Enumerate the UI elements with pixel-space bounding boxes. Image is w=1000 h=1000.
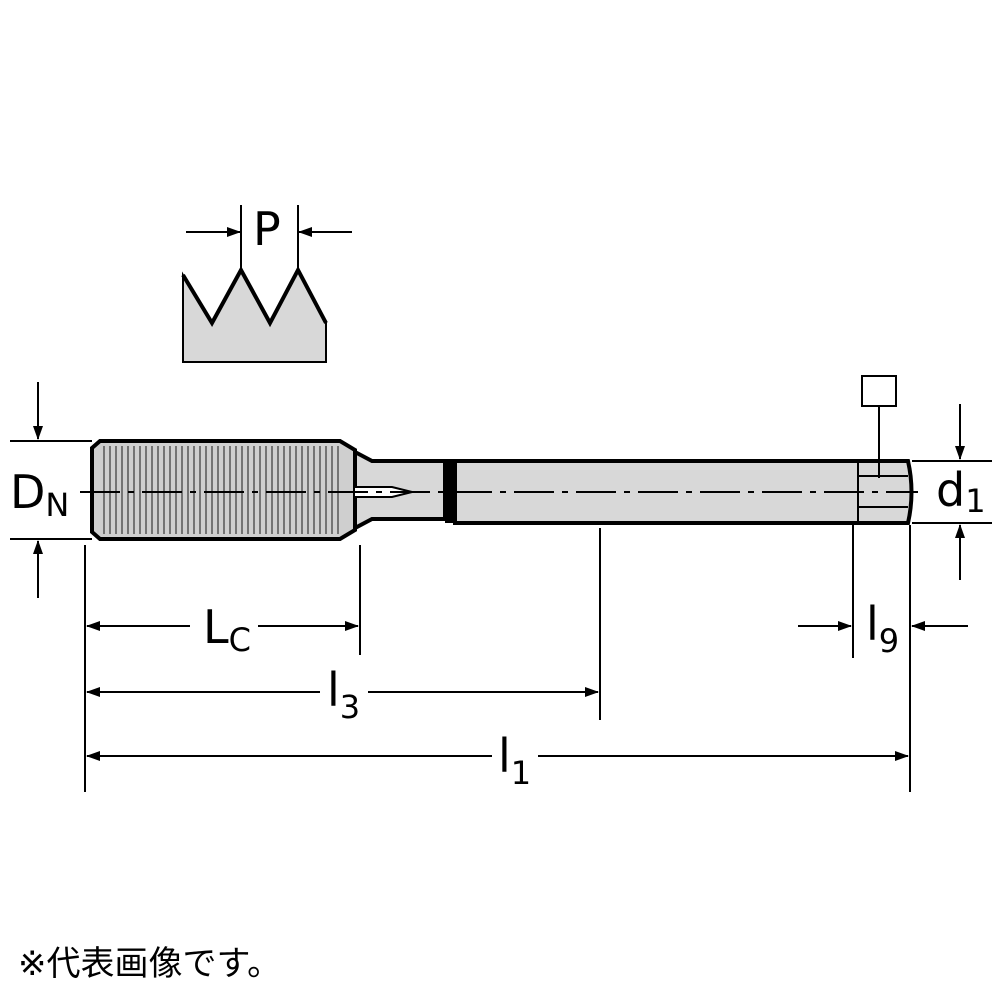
l3-label-sub: 3 — [340, 688, 360, 726]
l1-label-main: l — [498, 729, 511, 783]
d1-label-sub: 1 — [965, 482, 985, 520]
dn-label-main: D — [10, 465, 45, 519]
l3-dimension: l3 — [86, 663, 599, 726]
dn-label-sub: N — [45, 486, 69, 524]
pitch-label: P — [253, 202, 281, 256]
l9-label-sub: 9 — [879, 622, 899, 660]
l3-label-main: l — [327, 663, 340, 717]
d1-label-main: d — [936, 463, 965, 517]
svg-text:d1: d1 — [936, 463, 986, 520]
total-length-dimension: l1 — [86, 729, 909, 792]
lc-label-sub: C — [229, 621, 251, 659]
svg-text:LC: LC — [203, 600, 251, 659]
square-symbol — [861, 375, 897, 478]
svg-text:l3: l3 — [327, 663, 360, 726]
lc-label-main: L — [203, 600, 229, 654]
svg-text:DN: DN — [10, 465, 69, 524]
svg-text:l9: l9 — [866, 597, 899, 660]
svg-text:l1: l1 — [498, 729, 531, 792]
chamfer-length-dimension: LC — [86, 600, 359, 659]
l1-label-sub: 1 — [511, 754, 531, 792]
thread-profile-detail: P — [181, 202, 352, 363]
shank-diameter-dimension: d1 — [912, 404, 992, 580]
extension-lines — [84, 525, 911, 792]
l9-label-main: l — [866, 597, 879, 651]
square-length-dimension: l9 — [798, 597, 968, 660]
representative-image-caption: ※代表画像です。 — [18, 944, 282, 984]
thread-ridges — [103, 446, 339, 534]
nominal-diameter-dimension: DN — [10, 382, 92, 598]
tap-body — [80, 439, 918, 541]
